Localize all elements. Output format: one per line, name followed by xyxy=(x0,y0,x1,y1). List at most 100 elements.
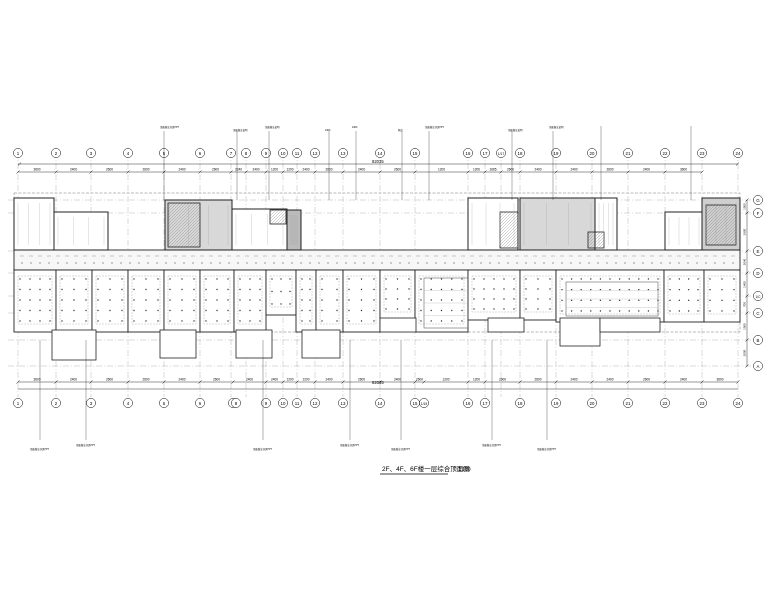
south-room-downlight xyxy=(169,309,171,312)
corridor-downlight xyxy=(93,262,95,264)
balcony xyxy=(159,329,197,359)
south-room-downlight xyxy=(687,310,690,312)
south-room-downlight xyxy=(628,288,630,291)
corridor-downlight xyxy=(21,262,23,264)
hatch-area-line xyxy=(706,205,725,224)
dimension-right-tick xyxy=(745,198,749,202)
south-room xyxy=(703,269,741,323)
corridor-downlight xyxy=(57,262,59,264)
hatch-area-line xyxy=(270,210,274,214)
grid-bubble-bottom xyxy=(13,398,23,408)
south-room-downlight xyxy=(29,278,31,280)
grid-bubble-top xyxy=(515,148,525,158)
hatch-area-line xyxy=(168,203,184,219)
top-note-text: 顶面做法详见PPT xyxy=(425,125,445,129)
south-room-downlight xyxy=(97,299,99,301)
south-room-downlight xyxy=(133,278,135,280)
dimension-top-tick xyxy=(54,170,58,174)
bottom-note-text: 顶面做法详见PPT xyxy=(391,447,411,451)
hatch-area-line xyxy=(168,203,181,216)
hatch-area-line xyxy=(706,205,722,221)
south-room-downlight xyxy=(669,299,671,302)
hatch-area-line xyxy=(589,233,604,248)
dimension-bottom-value: 2600 xyxy=(499,378,506,382)
grid-bubble-top-label: 19 xyxy=(554,151,559,156)
south-room xyxy=(519,269,557,321)
grid-bubble-top-label: 6 xyxy=(199,151,202,156)
grid-bubble-bottom xyxy=(86,398,96,408)
grid-bubble-row xyxy=(753,335,763,345)
south-room-downlight xyxy=(227,288,229,291)
corridor-downlight xyxy=(48,262,50,264)
south-room-downlight xyxy=(336,288,338,291)
corridor-downlight xyxy=(507,262,509,264)
dimension-bottom-tick xyxy=(590,380,594,384)
south-room-downlight xyxy=(259,309,261,312)
grid-bubble-bottom-label: 18 xyxy=(518,401,523,406)
south-room-downlight xyxy=(483,288,485,290)
grid-bubble-bottom-label: 13 xyxy=(341,401,346,406)
grid-bubble-top xyxy=(51,148,61,158)
south-room-downlight xyxy=(216,320,218,322)
hatch-area-line xyxy=(183,230,200,247)
south-room-downlight xyxy=(461,309,463,312)
grid-bubble-row xyxy=(753,308,763,318)
corridor-downlight xyxy=(228,262,230,264)
south-room xyxy=(467,269,521,321)
bottom-note-text: 顶面做法详见PPT xyxy=(30,447,50,451)
south-room-downlight xyxy=(678,310,681,312)
south-room-downlight xyxy=(561,310,563,312)
grid-bubble-row xyxy=(753,195,763,205)
dimension-top-value: 2600 xyxy=(606,168,613,172)
south-room-downlight xyxy=(227,299,229,301)
dimension-bottom-tick xyxy=(295,380,299,384)
balcony xyxy=(235,329,273,359)
south-room-downlight xyxy=(525,288,527,290)
south-room-downlight xyxy=(721,310,723,312)
south-room-downlight xyxy=(440,278,443,280)
south-room-downlight xyxy=(157,299,159,301)
grid-bubble-top-label: 23 xyxy=(700,151,705,156)
south-room-downlight xyxy=(39,278,41,280)
south-room-downlight xyxy=(239,278,241,280)
south-room-downlight xyxy=(513,298,515,300)
south-room-downlight xyxy=(360,309,363,312)
grid-bubble-top-label: 2 xyxy=(55,151,58,156)
dimension-top-tick xyxy=(378,170,382,174)
south-room-ceiling-edge xyxy=(523,275,553,313)
grid-bubble-top xyxy=(496,148,506,158)
hatch-area-line xyxy=(500,226,518,246)
top-note-text: 顶面做法说明 xyxy=(549,125,564,129)
corridor-downlight xyxy=(165,262,167,264)
south-room-downlight xyxy=(385,288,387,290)
drawing-scale: 1:100 xyxy=(458,467,471,473)
corridor-downlight xyxy=(660,262,662,264)
corridor-downlight xyxy=(615,262,617,264)
south-room-downlight xyxy=(249,299,251,301)
dimension-top-tick xyxy=(626,170,630,174)
grid-bubble-top-label: 10 xyxy=(281,151,286,156)
grid-bubble-top-label: 4 xyxy=(127,151,130,156)
south-room-downlight xyxy=(29,320,31,322)
hatch-area-line xyxy=(171,218,200,247)
dimension-right-tick xyxy=(745,271,749,275)
hatch-area-line xyxy=(270,210,277,217)
grid-bubble-top xyxy=(241,148,251,158)
south-room-downlight xyxy=(647,299,650,302)
balcony xyxy=(51,329,97,361)
corridor-downlight xyxy=(408,262,410,264)
south-room-downlight xyxy=(678,299,681,302)
hatch-area-line xyxy=(500,214,518,234)
bottom-note-text: 顶面做法详见PPT xyxy=(340,443,360,447)
south-room-downlight xyxy=(49,278,51,280)
bottom-note-text: 顶面做法详见PPT xyxy=(537,447,557,451)
grid-bubble-top xyxy=(551,148,561,158)
south-room-downlight xyxy=(97,309,99,312)
hatch-area-line xyxy=(168,203,190,225)
south-room-downlight xyxy=(39,309,41,312)
south-room-downlight xyxy=(721,299,723,302)
grid-bubble-row-label: 1/C xyxy=(755,295,761,299)
north-room xyxy=(13,197,55,251)
south-room-downlight xyxy=(193,299,195,301)
